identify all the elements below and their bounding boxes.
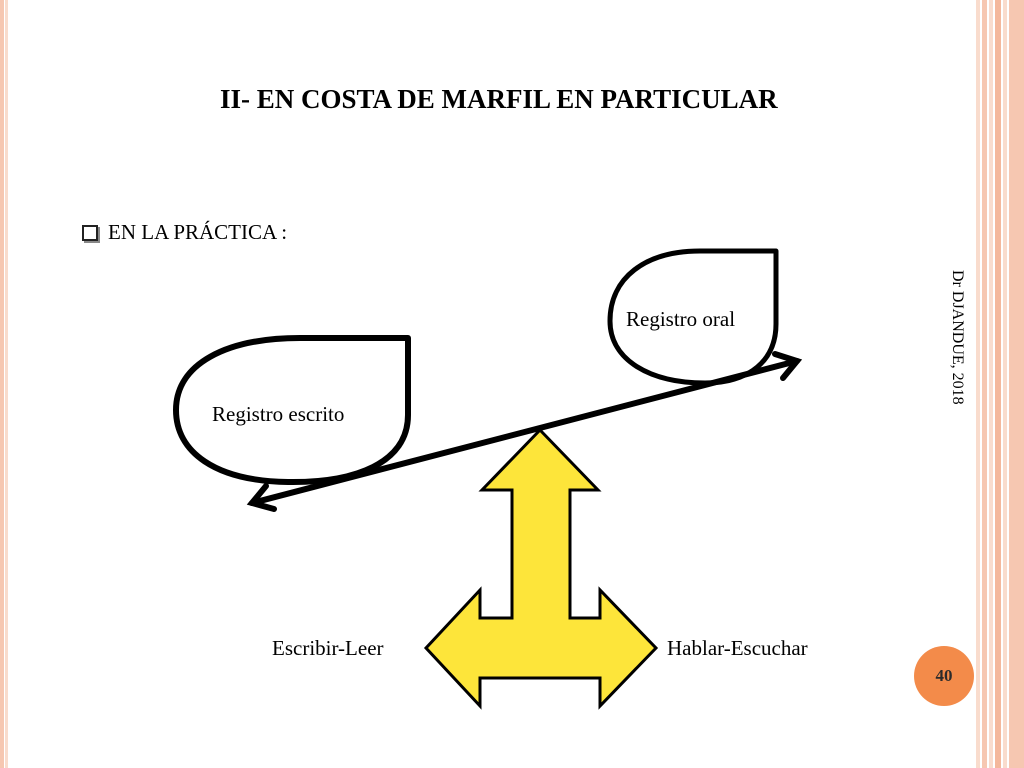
- registro-escrito-bubble: [173, 335, 411, 486]
- bullet-text: EN LA PRÁCTICA :: [108, 220, 288, 244]
- page-number-badge: 40: [914, 646, 974, 706]
- three-way-arrow: [423, 427, 659, 710]
- registro-oral-label: Registro oral: [626, 307, 736, 331]
- balance-beam: [249, 358, 800, 506]
- right-decorative-stripes: [976, 0, 1024, 768]
- left-decorative-stripe: [0, 0, 8, 768]
- author-credit: Dr DJANDUE, 2018: [949, 270, 966, 405]
- registro-oral-bubble: [607, 248, 779, 386]
- hablar-escuchar-label: Hablar-Escuchar: [667, 636, 808, 660]
- right-arrowhead: [772, 351, 803, 381]
- bullet-item: EN LA PRÁCTICA :: [82, 220, 287, 245]
- page-number: 40: [935, 666, 953, 685]
- registro-escrito-label: Registro escrito: [212, 402, 345, 426]
- slide-title: II- EN COSTA DE MARFIL EN PARTICULAR: [220, 84, 778, 114]
- checkbox-bullet-icon: [82, 224, 98, 241]
- escribir-leer-label: Escribir-Leer: [272, 636, 384, 660]
- left-arrowhead: [246, 483, 277, 512]
